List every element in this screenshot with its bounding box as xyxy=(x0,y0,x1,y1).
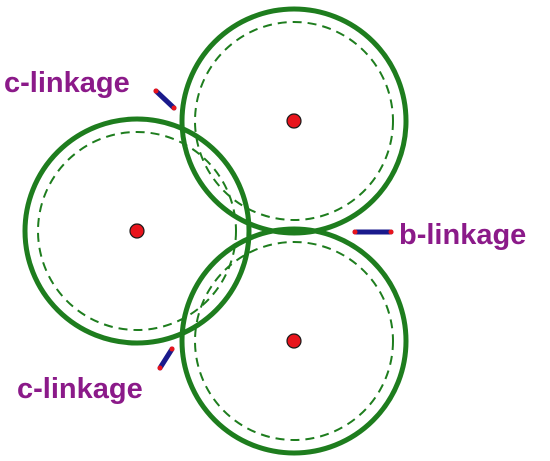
circle-top-inner-dashed xyxy=(194,21,394,221)
circle-left-inner-dashed xyxy=(37,131,237,331)
b-linkage-tip-a xyxy=(352,229,358,235)
c-linkage-bottom-tip-b xyxy=(157,365,163,371)
c-linkage-bottom-label: c-linkage xyxy=(17,373,143,405)
circle-bottom-center-dot xyxy=(286,333,302,349)
circle-bottom xyxy=(179,226,409,456)
c-linkage-bottom-tip-a xyxy=(169,346,175,352)
circle-left xyxy=(22,116,252,346)
circle-left-outer xyxy=(22,116,252,346)
c-linkage-bottom-marker xyxy=(157,346,175,371)
circle-top-center-dot xyxy=(286,113,302,129)
b-linkage-marker xyxy=(352,229,394,235)
circle-top-outer xyxy=(179,6,409,236)
c-linkage-top-marker xyxy=(153,88,177,111)
b-linkage-label: b-linkage xyxy=(399,219,526,251)
c-linkage-top-tip-a xyxy=(153,88,159,94)
c-linkage-top-label: c-linkage xyxy=(4,67,130,99)
circle-left-center-dot xyxy=(129,223,145,239)
c-linkage-top-tip-b xyxy=(171,105,177,111)
b-linkage-tip-b xyxy=(388,229,394,235)
circle-bottom-outer xyxy=(179,226,409,456)
circle-bottom-inner-dashed xyxy=(194,241,394,441)
c-linkage-bottom-bar xyxy=(157,346,175,371)
circle-top xyxy=(179,6,409,236)
c-linkage-top-bar xyxy=(153,88,177,111)
